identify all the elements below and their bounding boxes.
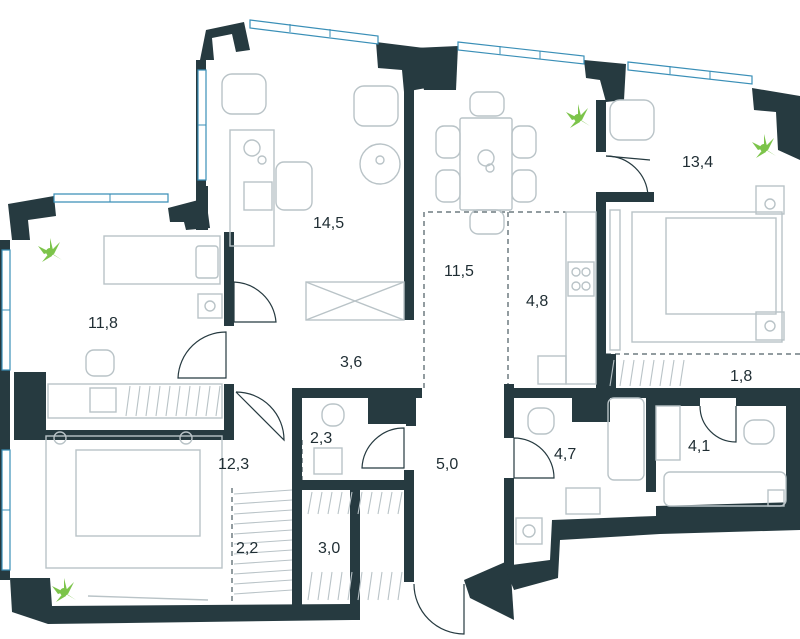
area-label-bedroom-bottom-left: 12,3	[218, 456, 249, 473]
area-label-bedroom-left: 11,8	[88, 315, 118, 332]
plants	[38, 104, 776, 602]
doors	[177, 155, 737, 635]
area-label-kitchen-dining: 11,5	[444, 263, 474, 280]
walls	[0, 22, 800, 624]
area-label-corridor: 5,0	[436, 456, 458, 473]
wardrobe-hatching	[125, 359, 685, 601]
plant-icon	[566, 104, 590, 128]
area-label-kitchen-niche: 4,8	[526, 293, 548, 310]
furniture	[45, 73, 787, 601]
area-label-wardrobe-right: 1,8	[730, 368, 752, 385]
area-label-bedroom-top-right: 13,4	[682, 154, 713, 171]
plant-icon	[752, 134, 776, 158]
plant-icon	[38, 238, 62, 262]
zone-lines	[231, 211, 800, 604]
area-label-bathroom-right: 4,1	[688, 438, 710, 455]
room-labels: 14,5 11,5 13,4 11,8 4,8 3,6 12,3 2,2 2,3…	[88, 154, 752, 557]
area-label-wc: 2,3	[310, 430, 332, 447]
area-label-bathroom-middle: 4,7	[554, 446, 576, 463]
area-label-wardrobe-left: 2,2	[236, 540, 258, 557]
windows	[1, 19, 753, 571]
area-label-hall: 3,6	[340, 354, 362, 371]
area-label-storage: 3,0	[318, 540, 340, 557]
plant-icon	[52, 578, 76, 602]
area-label-living: 14,5	[313, 215, 344, 232]
